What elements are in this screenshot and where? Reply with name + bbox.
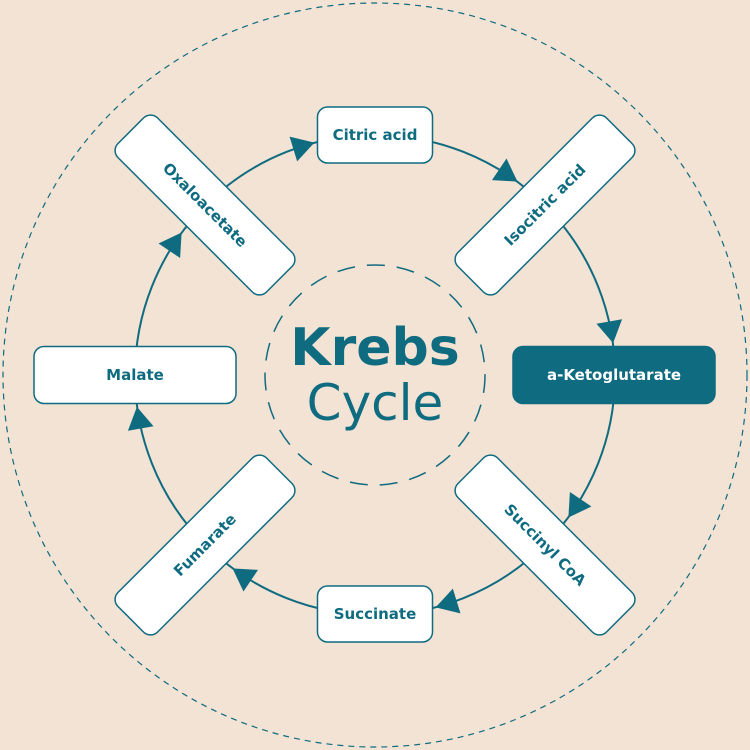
- arrowhead-icon: [127, 406, 154, 431]
- step-fumarate: Fumarate: [114, 454, 296, 636]
- arrowhead-icon: [568, 491, 592, 518]
- step-oxaloacetate: Oxaloacetate: [114, 114, 296, 296]
- step-a-ketoglutarate: a-Ketoglutarate: [512, 345, 716, 405]
- arrowhead-icon: [491, 158, 518, 182]
- arrowhead-icon: [435, 588, 461, 614]
- arrowhead-icon: [232, 568, 259, 592]
- step-box: [33, 345, 237, 405]
- step-citric-acid: Citric acid: [316, 106, 434, 164]
- step-label: Malate: [106, 366, 164, 384]
- title-cycle: Cycle: [307, 374, 444, 432]
- step-malate: Malate: [33, 345, 237, 405]
- step-label: a-Ketoglutarate: [547, 366, 681, 384]
- step-label: Citric acid: [333, 126, 418, 144]
- step-box: [454, 454, 636, 636]
- arrowhead-icon: [596, 319, 623, 344]
- title-krebs: Krebs: [290, 318, 459, 378]
- step-succinate: Succinate: [316, 585, 434, 643]
- step-box: [512, 345, 716, 405]
- step-boxes: Citric acid Isocitric acid a-Ketoglutarate…: [33, 106, 716, 643]
- step-box: [316, 585, 434, 643]
- arrowhead-icon: [158, 232, 182, 259]
- inner-dashed-circle: [264, 264, 486, 486]
- step-box: [114, 454, 296, 636]
- arrowhead-icon: [289, 136, 315, 162]
- step-box: [114, 114, 296, 296]
- step-label: Succinate: [334, 605, 417, 623]
- step-succinyl-coa: Succinyl CoA: [454, 454, 636, 636]
- arrowheads: [127, 136, 623, 614]
- step-box: [454, 114, 636, 296]
- step-isocitric-acid: Isocitric acid: [454, 114, 636, 296]
- step-box: [316, 106, 434, 164]
